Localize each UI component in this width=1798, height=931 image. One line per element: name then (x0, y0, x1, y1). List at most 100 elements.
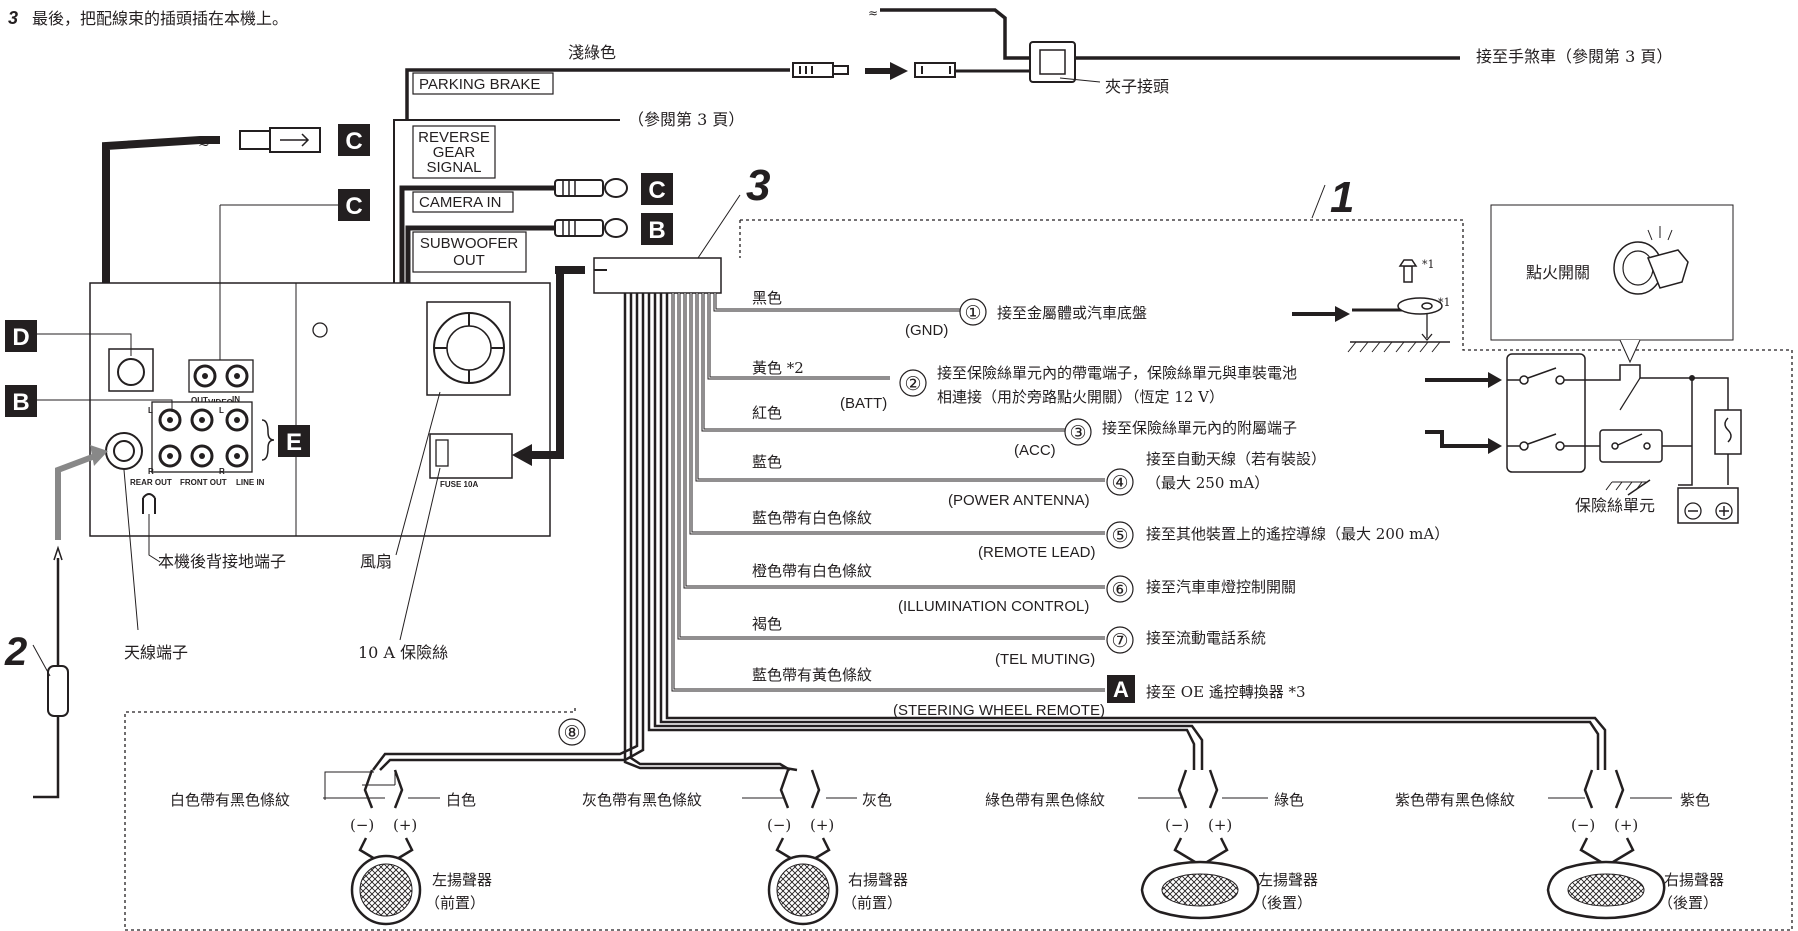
callout-c-usb (338, 124, 370, 156)
svg-text:黃色 *2: 黃色 *2 (752, 359, 804, 377)
svg-text:黑色: 黑色 (752, 289, 782, 307)
front-out-label: FRONT OUT (180, 478, 227, 487)
wire-break-icon: ≈ (868, 6, 878, 20)
svg-text:(BATT): (BATT) (840, 395, 887, 412)
step-text: 最後，把配線束的插頭插在本機上。 (32, 9, 288, 28)
svg-text:①: ① (964, 302, 981, 324)
chassis-ground-icon (1605, 481, 1648, 491)
svg-text:(STEERING WHEEL REMOTE): (STEERING WHEEL REMOTE) (893, 702, 1105, 719)
speaker-front-right: 灰色帶有黑色條紋 灰色 (−) (+) 右揚聲器 （前置） (582, 769, 908, 926)
svg-text:接至保險絲單元內的帶電端子，保險絲單元與車裝電池: 接至保險絲單元內的帶電端子，保險絲單元與車裝電池 (937, 364, 1297, 382)
svg-text:(+): (+) (393, 816, 417, 834)
front-l-label: L (219, 406, 224, 415)
speaker-front-left: 白色帶有黑色條紋 白色 (−) (+) 左揚聲器 （前置） (170, 769, 492, 926)
fuse-10a-label: 10 A 保險絲 (358, 643, 448, 662)
speaker-wires (372, 293, 1607, 772)
usb-wire-break-icon: ≈ (198, 136, 210, 152)
callout-e (278, 425, 310, 457)
camera-in-box (412, 191, 514, 213)
audio-jacks (158, 408, 249, 468)
screw-hole (312, 322, 328, 338)
fuse-unit-label: 保險絲單元 (1575, 496, 1655, 515)
rca-plug-icon-2 (554, 218, 628, 238)
big-number-2: 2 (4, 630, 27, 674)
rear-r-label: R (148, 467, 154, 476)
callout-c-video (338, 189, 370, 221)
svg-text:藍色帶有白色條紋: 藍色帶有白色條紋 (752, 509, 872, 527)
svg-text:C: C (345, 128, 362, 155)
usb-cable (102, 136, 220, 292)
svg-text:紫色帶有黑色條紋: 紫色帶有黑色條紋 (1395, 791, 1515, 809)
svg-text:(−): (−) (767, 816, 791, 834)
svg-text:左揚聲器: 左揚聲器 (1258, 871, 1318, 889)
svg-text:藍色帶有黃色條紋: 藍色帶有黃色條紋 (752, 666, 872, 684)
svg-text:(+): (+) (810, 816, 834, 834)
rear-out-label: REAR OUT (130, 478, 172, 487)
plug-female-icon (914, 62, 1030, 78)
svg-text:⑦: ⑦ (1111, 630, 1128, 652)
svg-text:接至汽車車燈控制開關: 接至汽車車燈控制開關 (1146, 578, 1296, 596)
to-hand-brake-label: 接至手煞車（參閱第 3 頁） (1476, 47, 1672, 66)
front-r-label: R (219, 467, 225, 476)
ground-screw-icon (1398, 259, 1418, 283)
video-out-label: OUT (191, 396, 208, 405)
note-1b: *1 (1438, 296, 1451, 309)
ignition-key-icon (1613, 226, 1689, 295)
svg-text:右揚聲器: 右揚聲器 (1664, 871, 1724, 889)
svg-text:灰色: 灰色 (862, 791, 892, 809)
antenna-cable (33, 710, 60, 799)
svg-text:接至金屬體或汽車底盤: 接至金屬體或汽車底盤 (997, 304, 1147, 322)
svg-text:(−): (−) (1571, 816, 1595, 834)
group-8-number: ⑧ (563, 722, 580, 744)
clip-connector-icon (1029, 41, 1076, 83)
svg-text:③: ③ (1069, 422, 1086, 444)
fuse-arrow (528, 270, 564, 459)
reverse-label-2: GEAR (433, 144, 476, 161)
svg-text:(REMOTE LEAD): (REMOTE LEAD) (978, 544, 1096, 561)
antenna-terminal-label: 天線端子 (124, 643, 188, 662)
light-green-label: 淺綠色 (568, 43, 616, 62)
svg-text:接至保險絲單元內的附屬端子: 接至保險絲單元內的附屬端子 (1102, 419, 1297, 437)
svg-text:(−): (−) (350, 816, 374, 834)
camera-in-label: CAMERA IN (419, 194, 502, 211)
svg-text:接至 OE 遙控轉換器 *3: 接至 OE 遙控轉換器 *3 (1146, 683, 1306, 701)
subwoofer-box (412, 231, 527, 273)
svg-text:褐色: 褐色 (752, 615, 782, 633)
callout-c-camera (641, 173, 673, 205)
antenna-insert-arrow (55, 453, 97, 540)
callout-d (5, 320, 37, 352)
svg-text:D: D (12, 324, 29, 351)
big-number-3: 3 (746, 161, 770, 210)
clip-connector-label: 夾子接頭 (1105, 77, 1169, 96)
svg-text:紫色: 紫色 (1680, 791, 1710, 809)
svg-text:(ACC): (ACC) (1014, 442, 1056, 459)
fan-label: 風扇 (360, 552, 392, 571)
antenna-plug-icon (47, 665, 69, 717)
fuse-arrow-head-icon (512, 444, 532, 466)
usb-plug-icon (239, 127, 321, 153)
parking-brake-box (412, 72, 554, 95)
speaker-rear-right: 紫色帶有黑色條紋 紫色 (−) (+) 右揚聲器 （後置） (1395, 769, 1724, 920)
line-in-label: LINE IN (236, 478, 265, 487)
svg-text:B: B (648, 217, 665, 244)
plug-male-icon (792, 62, 849, 78)
svg-text:紅色: 紅色 (752, 404, 782, 422)
parking-brake-wire (405, 68, 790, 120)
svg-text:相連接（用於旁路點火開關）（恆定 12 V）: 相連接（用於旁路點火開關）（恆定 12 V） (937, 388, 1224, 406)
svg-text:綠色帶有黑色條紋: 綠色帶有黑色條紋 (985, 791, 1105, 809)
svg-text:(ILLUMINATION CONTROL): (ILLUMINATION CONTROL) (898, 598, 1089, 615)
ground-terminal-icon (142, 493, 156, 514)
svg-text:接至其他裝置上的遙控導線（最大 200 mA）: 接至其他裝置上的遙控導線（最大 200 mA） (1146, 525, 1449, 543)
svg-text:白色帶有黑色條紋: 白色帶有黑色條紋 (170, 791, 290, 809)
svg-text:E: E (286, 429, 302, 456)
acc-arrow (1425, 430, 1490, 448)
svg-text:（前置）: （前置） (425, 894, 485, 912)
big-number-1: 1 (1330, 173, 1354, 222)
reverse-label-1: REVERSE (418, 129, 490, 146)
svg-text:灰色帶有黑色條紋: 灰色帶有黑色條紋 (582, 791, 702, 809)
svg-text:接至流動電話系統: 接至流動電話系統 (1146, 629, 1266, 647)
rear-l-label: L (148, 406, 153, 415)
svg-text:B: B (12, 389, 29, 416)
